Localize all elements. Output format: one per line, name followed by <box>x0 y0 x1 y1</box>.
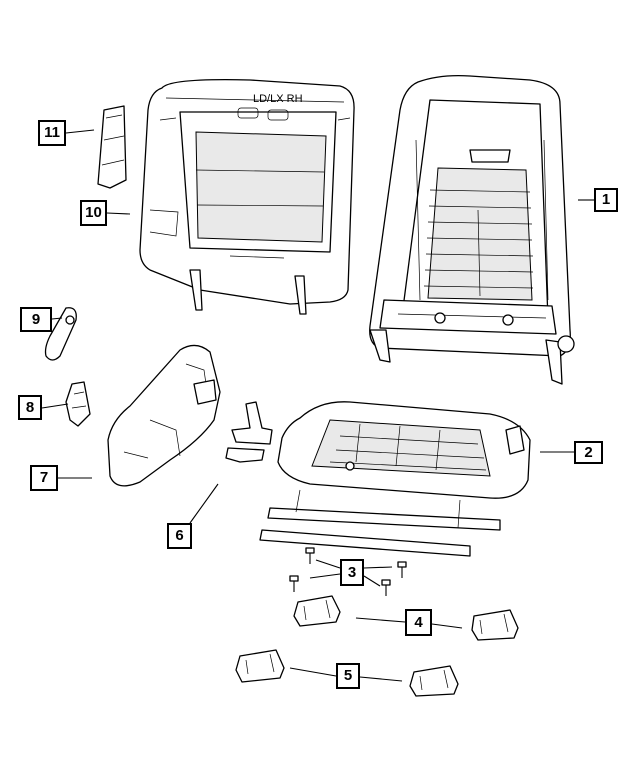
bolt-4 <box>381 579 391 596</box>
part-1-seat-back-frame <box>369 74 575 385</box>
bolt-3 <box>289 575 299 592</box>
part-3-bolts <box>289 547 407 596</box>
part-10-back-panel: LD/LX RH <box>139 79 355 315</box>
callout-9: 9 <box>20 307 52 332</box>
callout-4: 4 <box>405 609 432 636</box>
part-7-side-shield <box>107 344 221 487</box>
bolt-1 <box>305 547 315 564</box>
part-11-trim-panel <box>97 105 127 189</box>
leader-lines <box>41 129 594 682</box>
embossed-side-marking: LD/LX RH <box>253 93 303 105</box>
callout-5: 5 <box>336 663 360 689</box>
part-2-seat-cushion-frame <box>259 401 531 557</box>
part-8-bracket <box>65 381 91 427</box>
callout-2: 2 <box>574 441 603 464</box>
callout-1: 1 <box>594 188 618 212</box>
part-6-bracket <box>225 401 273 463</box>
bolt-2 <box>397 561 407 578</box>
part-5-risers <box>235 649 459 697</box>
callout-3: 3 <box>340 559 364 586</box>
callout-7: 7 <box>30 465 58 491</box>
part-4-risers <box>293 595 519 641</box>
callout-8: 8 <box>18 395 42 420</box>
callout-10: 10 <box>80 200 107 226</box>
callout-11: 11 <box>38 120 66 146</box>
part-9-recliner-handle <box>44 307 77 361</box>
callout-6: 6 <box>167 523 192 549</box>
